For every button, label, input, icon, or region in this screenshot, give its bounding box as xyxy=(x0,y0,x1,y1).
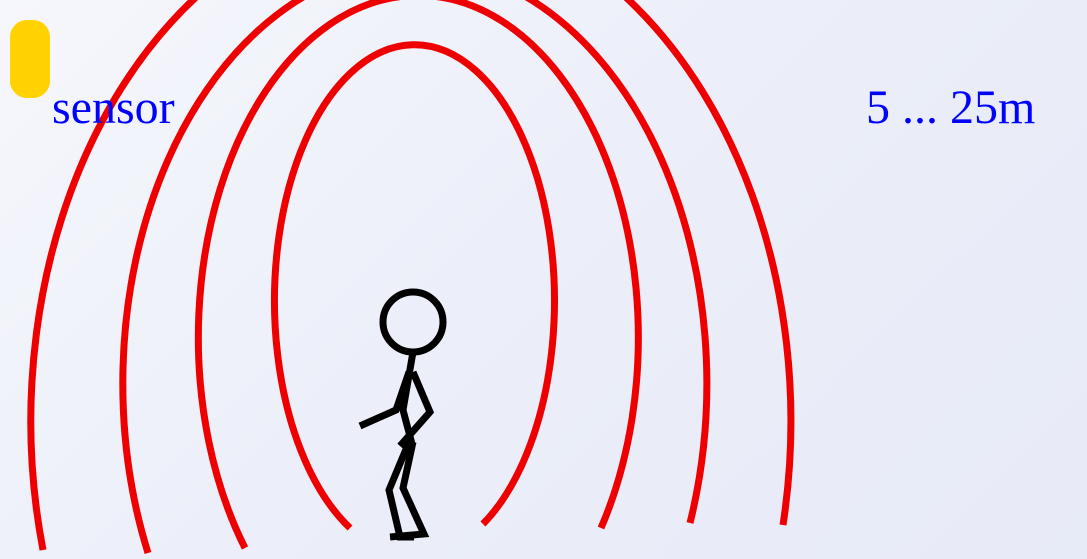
wave-arc-inner xyxy=(274,45,554,528)
figure-head xyxy=(383,292,443,352)
wave-arc-second xyxy=(198,0,638,548)
sensor-body-icon xyxy=(10,20,50,98)
sensor-label: sensor xyxy=(52,84,175,132)
stick-figure-icon xyxy=(360,292,443,537)
range-label: 5 ... 25m xyxy=(866,84,1035,132)
